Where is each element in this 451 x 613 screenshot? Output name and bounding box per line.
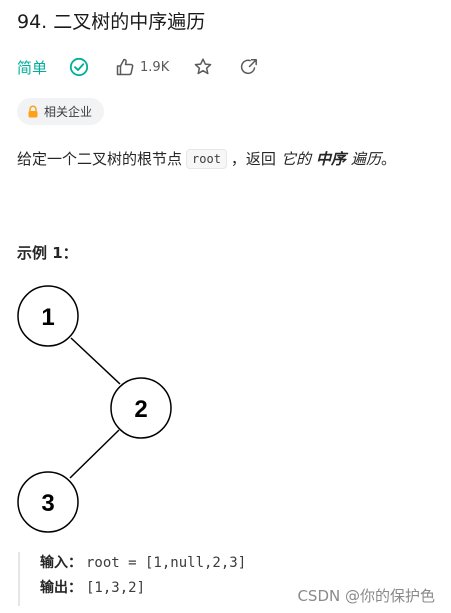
tree-node-1 xyxy=(17,285,79,347)
company-tag[interactable]: 相关企业 xyxy=(17,98,105,125)
like-button[interactable]: 1.9K xyxy=(115,57,169,77)
company-tag-label: 相关企业 xyxy=(44,105,93,119)
example-io-block: 输入： root = [1,null,2,3] 输出： [1,3,2] xyxy=(18,552,418,606)
tree-node-1-label: 1 xyxy=(41,304,54,331)
tree-node-2 xyxy=(110,377,172,439)
description-prefix: 给定一个二叉树的根节点 xyxy=(17,150,183,168)
description-italic-1: 它的 xyxy=(280,150,311,168)
output-value: [1,3,2] xyxy=(86,580,146,596)
output-label: 输出： xyxy=(40,580,82,596)
description-italic-2: 遍历 xyxy=(350,150,381,168)
description-suffix: 。 xyxy=(380,150,396,168)
thumbs-up-icon xyxy=(115,57,135,77)
tree-edge-2-3 xyxy=(69,429,120,479)
star-icon[interactable] xyxy=(193,57,213,77)
problem-description: 给定一个二叉树的根节点 root ，返回 它的 中序 遍历 。 xyxy=(17,148,396,169)
description-bold: 中序 xyxy=(315,150,346,168)
csdn-watermark: CSDN @你的保护色 xyxy=(297,587,435,605)
tree-node-2-label: 2 xyxy=(134,396,147,423)
lock-icon xyxy=(27,105,39,118)
example-title: 示例 1： xyxy=(17,244,78,262)
input-label: 输入： xyxy=(40,555,82,571)
problem-title: 94. 二叉树的中序遍历 xyxy=(17,11,206,33)
difficulty-badge: 简单 xyxy=(17,58,48,77)
input-value: root = [1,null,2,3] xyxy=(86,555,247,571)
example-output-line: 输出： [1,3,2] xyxy=(40,577,418,602)
tree-node-3 xyxy=(17,471,79,533)
check-circle-icon xyxy=(69,57,89,77)
inline-code-root: root xyxy=(186,148,227,169)
like-count: 1.9K xyxy=(140,59,170,75)
example-input-line: 输入： root = [1,null,2,3] xyxy=(40,552,418,577)
tree-node-3-label: 3 xyxy=(41,490,54,517)
share-icon[interactable] xyxy=(239,57,259,77)
description-mid: ，返回 xyxy=(230,150,276,168)
binary-tree-diagram: 1 2 3 xyxy=(17,285,172,533)
problem-meta-bar: 简单 1.9K xyxy=(17,54,259,80)
tree-edge-1-2 xyxy=(70,337,121,385)
